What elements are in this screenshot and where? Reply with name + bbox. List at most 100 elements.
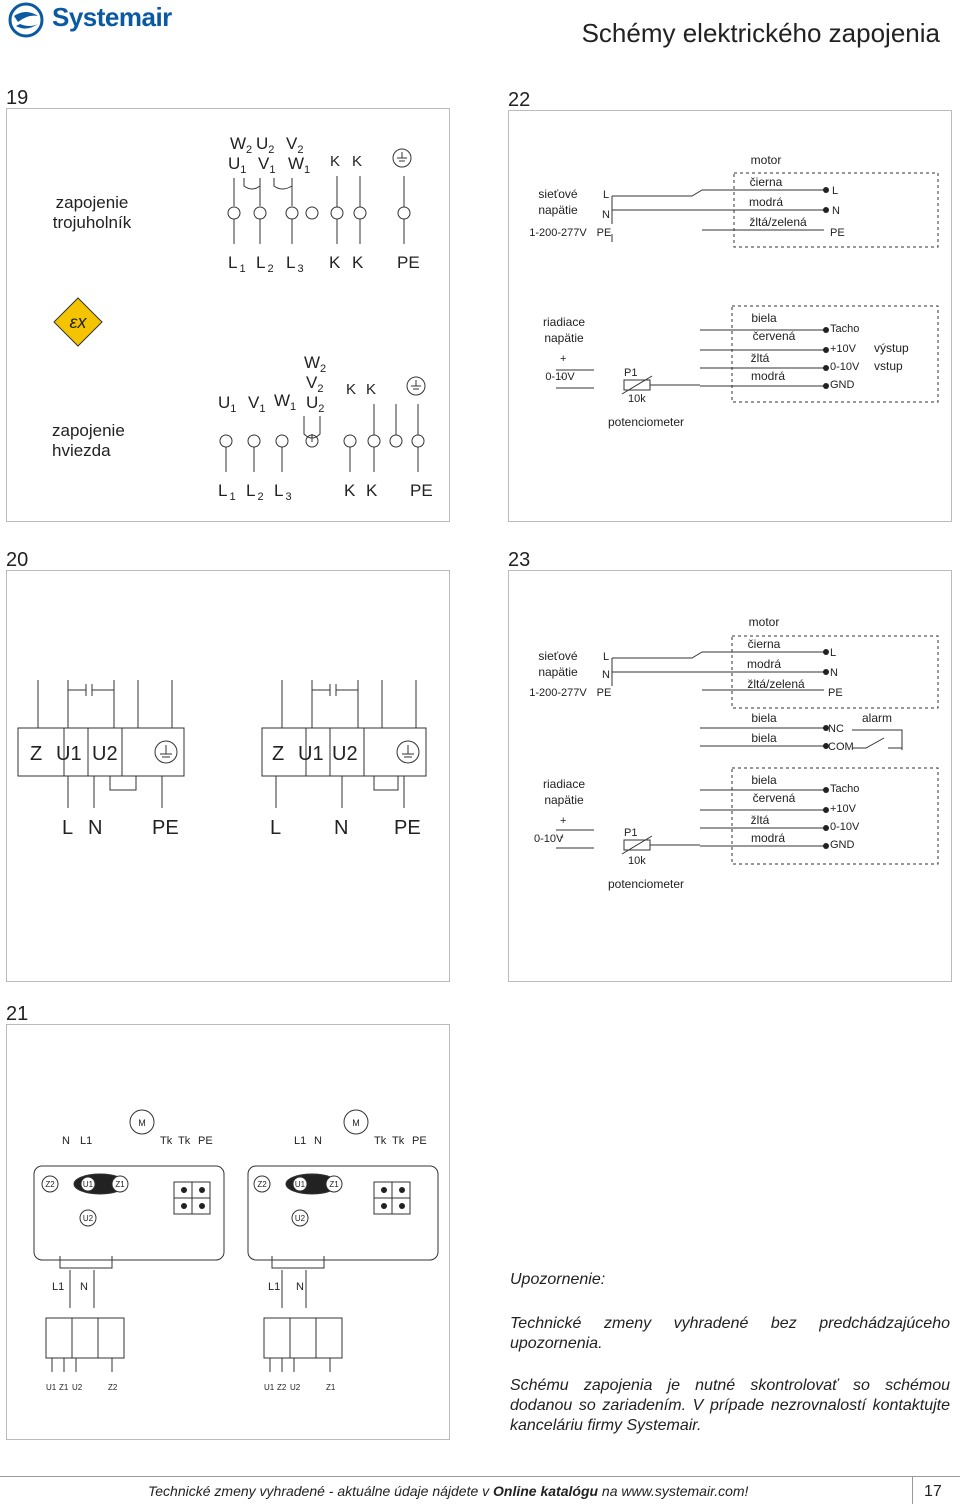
delta-u1: U1 [228, 154, 246, 176]
svg-text:L1: L1 [52, 1281, 64, 1293]
svg-text:Z2: Z2 [277, 1383, 287, 1392]
svg-text:N: N [314, 1135, 322, 1147]
star-kb1: K [344, 481, 356, 500]
s20b-u1: U1 [298, 743, 324, 765]
svg-text:10k: 10k [628, 393, 646, 405]
section-19-number: 19 [6, 87, 29, 109]
delta-v2: V2 [286, 134, 303, 156]
section-20-number: 20 [6, 549, 29, 571]
svg-text:žltá/zelená: žltá/zelená [747, 677, 805, 691]
svg-text:potenciometer: potenciometer [608, 877, 684, 891]
svg-text:U1: U1 [295, 1180, 306, 1189]
svg-text:L1: L1 [268, 1281, 280, 1293]
section-23-number: 23 [508, 549, 531, 571]
svg-text:čierna: čierna [748, 637, 781, 651]
svg-text:U2: U2 [295, 1214, 306, 1223]
star-k2: K [366, 381, 376, 398]
svg-text:N: N [602, 209, 610, 221]
svg-text:-: - [560, 831, 564, 843]
svg-text:motor: motor [749, 615, 780, 629]
svg-text:N: N [602, 669, 610, 681]
footer-suffix: na www.systemair.com! [598, 1483, 749, 1499]
svg-text:M: M [138, 1118, 146, 1128]
section-22-panel: motor sieťové napätie 1-200-277V L N PE … [512, 118, 948, 516]
s20b-u2: U2 [332, 743, 358, 765]
svg-text:L: L [62, 817, 73, 839]
svg-text:potenciometer: potenciometer [608, 415, 684, 429]
delta-w2: W2 [230, 134, 252, 156]
svg-text:Tk: Tk [392, 1135, 405, 1147]
svg-text:0-10V: 0-10V [545, 371, 575, 383]
svg-text:+: + [560, 815, 566, 827]
svg-text:riadiace: riadiace [543, 777, 585, 791]
section-23-panel: motor sieťové napätie 1-200-277V L N PE … [512, 578, 948, 974]
star-u1: U1 [218, 393, 236, 415]
svg-text:N: N [832, 205, 840, 217]
svg-text:M: M [352, 1118, 360, 1128]
svg-text:červená: červená [753, 329, 796, 343]
svg-text:PE: PE [830, 227, 845, 239]
svg-text:biela: biela [751, 711, 777, 725]
star-label-2: hviezda [52, 441, 111, 460]
svg-text:modrá: modrá [749, 195, 783, 209]
page-number: 17 [924, 1483, 942, 1500]
svg-text:Z1: Z1 [326, 1383, 336, 1392]
svg-text:N: N [296, 1281, 304, 1293]
page-title: Schémy elektrického zapojenia [581, 18, 940, 48]
section-21-number: 21 [6, 1003, 29, 1025]
svg-text:-: - [560, 371, 564, 383]
svg-text:napätie: napätie [538, 203, 578, 217]
section-21-panel: M M N L1 Tk Tk PE L1 N Tk Tk PE [12, 1032, 446, 1434]
svg-text:PE: PE [412, 1135, 427, 1147]
svg-text:0-10V: 0-10V [830, 821, 860, 833]
footer-catalog-link[interactable]: Online katalógu [493, 1483, 599, 1499]
svg-text:Tacho: Tacho [830, 783, 859, 795]
section-23-frame [508, 570, 952, 982]
delta-star-diagram: zapojenie trojuholník W2 U2 V2 U1 V1 W1 … [52, 134, 433, 503]
delta-label-1: zapojenie [56, 193, 129, 212]
svg-text:modrá: modrá [751, 831, 785, 845]
svg-text:Tacho: Tacho [830, 323, 859, 335]
svg-text:PE: PE [394, 817, 421, 839]
svg-text:P1: P1 [624, 367, 637, 379]
star-u2: U2 [306, 393, 324, 415]
svg-text:Tk: Tk [178, 1135, 191, 1147]
delta-k2: K [352, 153, 362, 170]
section-19-frame [6, 108, 450, 522]
motor-icon: M [343, 1109, 369, 1135]
svg-text:GND: GND [830, 379, 855, 391]
section-20-frame [6, 570, 450, 982]
motor-icon: M [129, 1109, 155, 1135]
section-21-frame [6, 1024, 450, 1440]
star-k1: K [346, 381, 356, 398]
section-19-panel: zapojenie trojuholník W2 U2 V2 U1 V1 W1 … [12, 116, 444, 514]
delta-v1: V1 [258, 154, 275, 176]
footer-prefix: Technické zmeny vyhradené - aktuálne úda… [148, 1483, 494, 1499]
svg-text:Z1: Z1 [329, 1180, 339, 1189]
svg-text:U2: U2 [290, 1383, 301, 1392]
svg-text:modrá: modrá [751, 369, 785, 383]
svg-text:žltá: žltá [751, 813, 770, 827]
header: Systemair Schémy elektrického zapojenia [0, 0, 960, 60]
svg-text:napätie: napätie [538, 665, 578, 679]
delta-k1: K [330, 153, 340, 170]
s20a-u2: U2 [92, 743, 118, 765]
svg-text:L: L [603, 189, 609, 201]
delta-pe: PE [397, 253, 420, 272]
svg-text:N: N [80, 1281, 88, 1293]
earth-icon [406, 376, 426, 396]
svg-text:sieťové: sieťové [538, 649, 578, 663]
svg-text:N: N [830, 667, 838, 679]
svg-text:biela: biela [751, 731, 777, 745]
s20a-z: Z [30, 743, 42, 765]
svg-text:Tk: Tk [160, 1135, 173, 1147]
svg-text:NC: NC [828, 723, 844, 735]
svg-text:PE: PE [152, 817, 179, 839]
svg-text:GND: GND [830, 839, 855, 851]
